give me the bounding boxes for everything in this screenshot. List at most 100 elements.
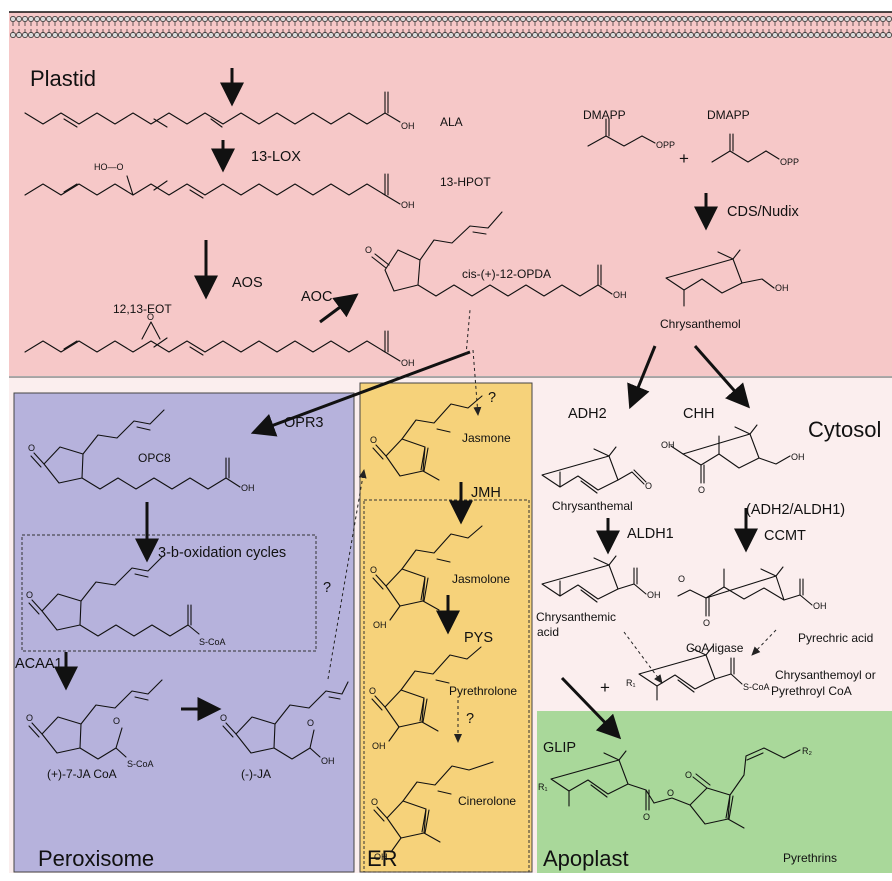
membrane-bead: [406, 32, 412, 38]
enzyme-adh2: ADH2: [568, 406, 607, 422]
membrane-bead: [340, 32, 346, 38]
membrane-bead: [262, 16, 268, 22]
ja-label: (-)-JA: [241, 767, 271, 781]
membrane-bead: [220, 32, 226, 38]
membrane-bead: [574, 16, 580, 22]
membrane-bead: [760, 32, 766, 38]
opc8-label: OPC8: [138, 451, 171, 465]
membrane-bead: [166, 16, 172, 22]
membrane-bead: [616, 16, 622, 22]
membrane-bead: [514, 32, 520, 38]
membrane-bead: [202, 32, 208, 38]
arrow-opda-to-jasmone: [472, 349, 482, 416]
membrane-bead: [466, 16, 472, 22]
pyrethric-acid-label: Pyrechric acid: [798, 631, 873, 645]
ja-coa-o2: O: [113, 716, 120, 726]
membrane-bead: [130, 16, 136, 22]
pyrethrins-r1: R₁: [538, 782, 548, 792]
jasmolone-o: O: [370, 565, 377, 575]
membrane-bead: [10, 32, 16, 38]
chh-product-o: O: [698, 485, 705, 495]
ala-label: ALA: [440, 115, 463, 129]
membrane-bead: [370, 32, 376, 38]
membrane-bead: [436, 16, 442, 22]
enzyme-aos: AOS: [232, 275, 263, 291]
membrane-bead: [274, 32, 280, 38]
membrane-bead: [190, 16, 196, 22]
membrane-bead: [790, 32, 796, 38]
membrane-bead: [862, 16, 868, 22]
membrane-bead: [724, 16, 730, 22]
membrane-bead: [520, 32, 526, 38]
membrane-bead: [628, 32, 634, 38]
membrane-bead: [46, 16, 52, 22]
chrysanthemic-acid-label-2: acid: [537, 625, 559, 639]
dmapp1-label: DMAPP: [583, 108, 626, 122]
eot-structure: O OH: [24, 312, 415, 368]
membrane-bead: [154, 16, 160, 22]
membrane-bead: [766, 16, 772, 22]
membrane-bead: [502, 32, 508, 38]
pyrethrins-structure: R₁ O O O R₂: [538, 746, 812, 829]
eot-label: 12,13-EOT: [113, 302, 172, 316]
membrane-bead: [502, 16, 508, 22]
membrane-bead: [250, 32, 256, 38]
membrane-bead: [562, 32, 568, 38]
arrow-glip: [560, 676, 622, 740]
beta-ox-unknown: ?: [323, 580, 331, 596]
membrane-bead: [808, 16, 814, 22]
membrane-bead: [628, 16, 634, 22]
membrane-bead: [370, 16, 376, 22]
dmapp1-opp: OPP: [656, 140, 675, 150]
membrane-bead: [22, 32, 28, 38]
membrane-bead: [886, 32, 892, 38]
membrane-bead: [328, 32, 334, 38]
plus-terpene: +: [679, 149, 689, 168]
membrane-bead: [676, 32, 682, 38]
acyl-coa-label-1: Chrysanthemoyl or: [775, 668, 876, 682]
membrane-bead: [124, 32, 130, 38]
membrane-bead: [328, 16, 334, 22]
membrane-bead: [688, 32, 694, 38]
membrane-bead: [700, 32, 706, 38]
membrane-bead: [490, 16, 496, 22]
membrane-bead: [448, 16, 454, 22]
membrane-bead: [796, 32, 802, 38]
membrane-bead: [766, 32, 772, 38]
membrane-bead: [400, 32, 406, 38]
membrane-bead: [646, 32, 652, 38]
membrane-bead: [298, 32, 304, 38]
dash-opda-stub: [465, 309, 471, 356]
hpot-structure: HO—O OH: [24, 162, 415, 210]
membrane-bead: [106, 16, 112, 22]
plastid-membrane: [9, 11, 892, 52]
membrane-bead: [700, 16, 706, 22]
jasmolone-label: Jasmolone: [452, 572, 510, 586]
opc8-oh: OH: [241, 483, 255, 493]
enzyme-adh2-aldh1: (ADH2/ALDH1): [746, 502, 845, 518]
membrane-bead: [358, 32, 364, 38]
membrane-bead: [88, 32, 94, 38]
chh-product-oh: OH: [661, 440, 675, 450]
dmapp1-structure: OPP: [587, 118, 675, 150]
membrane-bead: [226, 32, 232, 38]
chrysanthemal-label: Chrysanthemal: [552, 499, 633, 513]
membrane-bead: [454, 32, 460, 38]
membrane-bead: [688, 16, 694, 22]
membrane-bead: [796, 16, 802, 22]
chrysanthemol-structure: OH: [665, 249, 789, 307]
membrane-bead: [220, 16, 226, 22]
membrane-bead: [346, 32, 352, 38]
ja-coa-o: O: [26, 713, 33, 723]
membrane-bead: [694, 32, 700, 38]
membrane-bead: [634, 32, 640, 38]
membrane-bead: [112, 32, 118, 38]
membrane-bead: [316, 32, 322, 38]
membrane-bead: [886, 16, 892, 22]
membrane-bead: [508, 32, 514, 38]
peroxisome-region: [13, 392, 355, 873]
membrane-bead: [838, 32, 844, 38]
membrane-bead: [862, 32, 868, 38]
membrane-bead: [382, 16, 388, 22]
membrane-bead: [292, 32, 298, 38]
